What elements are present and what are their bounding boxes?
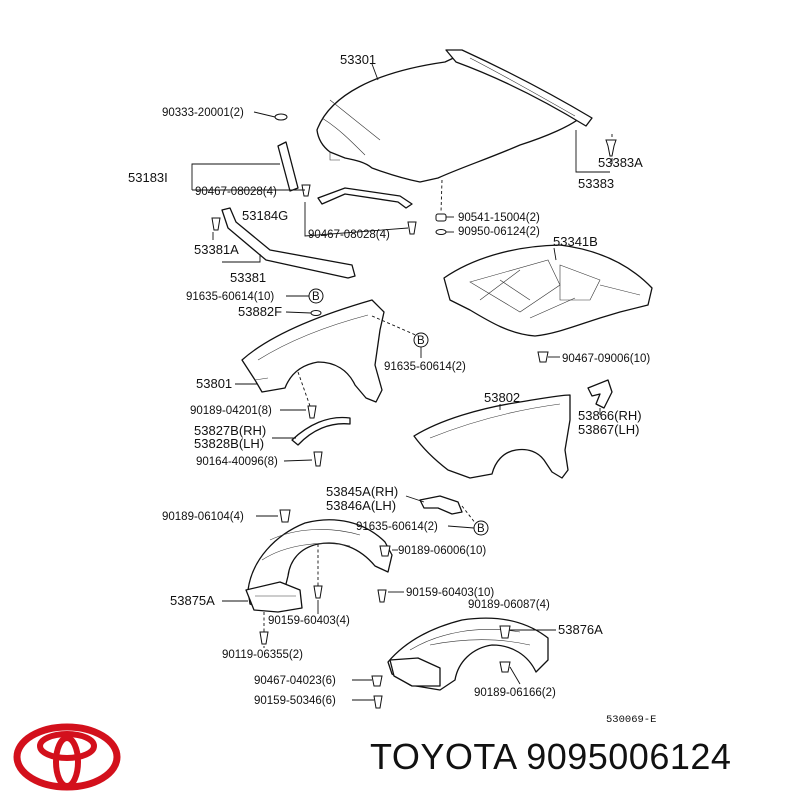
label-seal-53381: 53381 (230, 270, 266, 285)
hood-seal-53184g (317, 187, 413, 209)
label-seal-53183: 53183I (128, 170, 168, 185)
fender-liner-53875a (245, 519, 393, 613)
hood-seal-53183 (277, 141, 299, 192)
bolt-06104 (279, 509, 291, 523)
ref-circle-b-low: B (473, 520, 489, 536)
label-seal-53828b: 53828B(LH) (194, 436, 264, 451)
hood-bolt (274, 113, 288, 121)
hood-insulator (443, 244, 653, 337)
hood-seal-53381 (221, 207, 356, 279)
label-clip-04023: 90467-04023(6) (254, 675, 336, 687)
screw-60403 (377, 589, 387, 603)
diagram-code: 530069-E (606, 714, 656, 726)
clip-06124 (435, 229, 447, 235)
bolt-06006 (379, 545, 391, 557)
label-pad-53882f: 53882F (238, 304, 282, 319)
label-screw-60403-b: 90159-60403(4) (268, 615, 350, 627)
label-bracket-53845a: 53845A(RH) (326, 484, 398, 499)
label-screw-60403-a: 90159-60403(10) (406, 587, 494, 599)
label-clip-09006: 90467-09006(10) (562, 353, 650, 365)
label-insulator-53341b: 53341B (553, 234, 598, 249)
label-seal-53381a: 53381A (194, 242, 239, 257)
label-screw-60614-low: 91635-60614(2) (356, 521, 438, 533)
fender-right-53802 (413, 394, 571, 479)
fender-liner-53876a (387, 617, 549, 691)
label-bolt-06087: 90189-06087(4) (468, 599, 550, 611)
label-clip-06124: 90950-06124(2) (458, 226, 540, 238)
label-grommet-15004: 90541-15004(2) (458, 212, 540, 224)
bracket-53866 (587, 379, 613, 409)
label-screw-60614-mid: 91635-60614(2) (384, 361, 466, 373)
label-seal-53184g: 53184G (242, 208, 288, 223)
screw-06355 (259, 631, 269, 645)
clip-53383a (605, 139, 617, 157)
label-screw-50346: 90159-50346(6) (254, 695, 336, 707)
label-liner-53875a: 53875A (170, 593, 215, 608)
clip-08028 (301, 184, 311, 197)
label-bolt-20001: 90333-20001(2) (162, 107, 244, 119)
clip-09006 (537, 351, 549, 363)
clip-53381a (211, 217, 221, 231)
label-seal-53827b: 53827B(RH) (194, 423, 266, 438)
brand-caption: TOYOTA 9095006124 (370, 736, 732, 777)
label-screw-06355: 90119-06355(2) (222, 649, 303, 661)
label-hood: 53301 (340, 52, 376, 67)
label-bracket-53866: 53866(RH) (578, 408, 642, 423)
svg-text:B: B (312, 291, 320, 303)
label-bolt-06104: 90189-06104(4) (162, 511, 244, 523)
hood-panel (316, 49, 593, 183)
pad-53882f (310, 310, 322, 316)
label-bolt-04201: 90189-04201(8) (190, 405, 272, 417)
leader-lines (191, 63, 613, 701)
label-fender-53801: 53801 (196, 376, 232, 391)
clip-04023 (371, 675, 383, 687)
label-bolt-06166: 90189-06166(2) (474, 687, 556, 699)
ref-circle-b-mid: B (413, 332, 429, 348)
fender-seal-53827b (291, 416, 351, 446)
screw-50346 (373, 695, 383, 709)
label-clip-53383a: 53383A (598, 155, 643, 170)
label-fender-53802: 53802 (484, 390, 520, 405)
clip-08028-b (407, 221, 417, 235)
fender-left-53801 (241, 299, 385, 403)
label-clip-08028-a: 90467-08028(4) (195, 186, 277, 198)
bolt-04201 (307, 405, 317, 419)
toyota-emblem-icon (13, 723, 121, 791)
screw-60403-b (313, 585, 323, 599)
screw-40096 (313, 451, 323, 467)
svg-text:B: B (417, 335, 425, 347)
label-screw-60614-top: 91635-60614(10) (186, 291, 274, 303)
bolt-06166 (499, 661, 511, 673)
grommet-15004 (435, 213, 447, 222)
label-bolt-06006: 90189-06006(10) (398, 545, 486, 557)
label-weather-53383: 53383 (578, 176, 614, 191)
label-liner-53876a: 53876A (558, 622, 603, 637)
label-clip-08028-b: 90467-08028(4) (308, 229, 390, 241)
bracket-53845a (419, 495, 463, 515)
label-bracket-53846a: 53846A(LH) (326, 498, 396, 513)
ref-circle-b-top: B (308, 288, 324, 304)
bolt-06087 (499, 625, 511, 639)
label-screw-40096: 90164-40096(8) (196, 456, 278, 468)
svg-text:B: B (477, 523, 485, 535)
label-bracket-53867: 53867(LH) (578, 422, 639, 437)
